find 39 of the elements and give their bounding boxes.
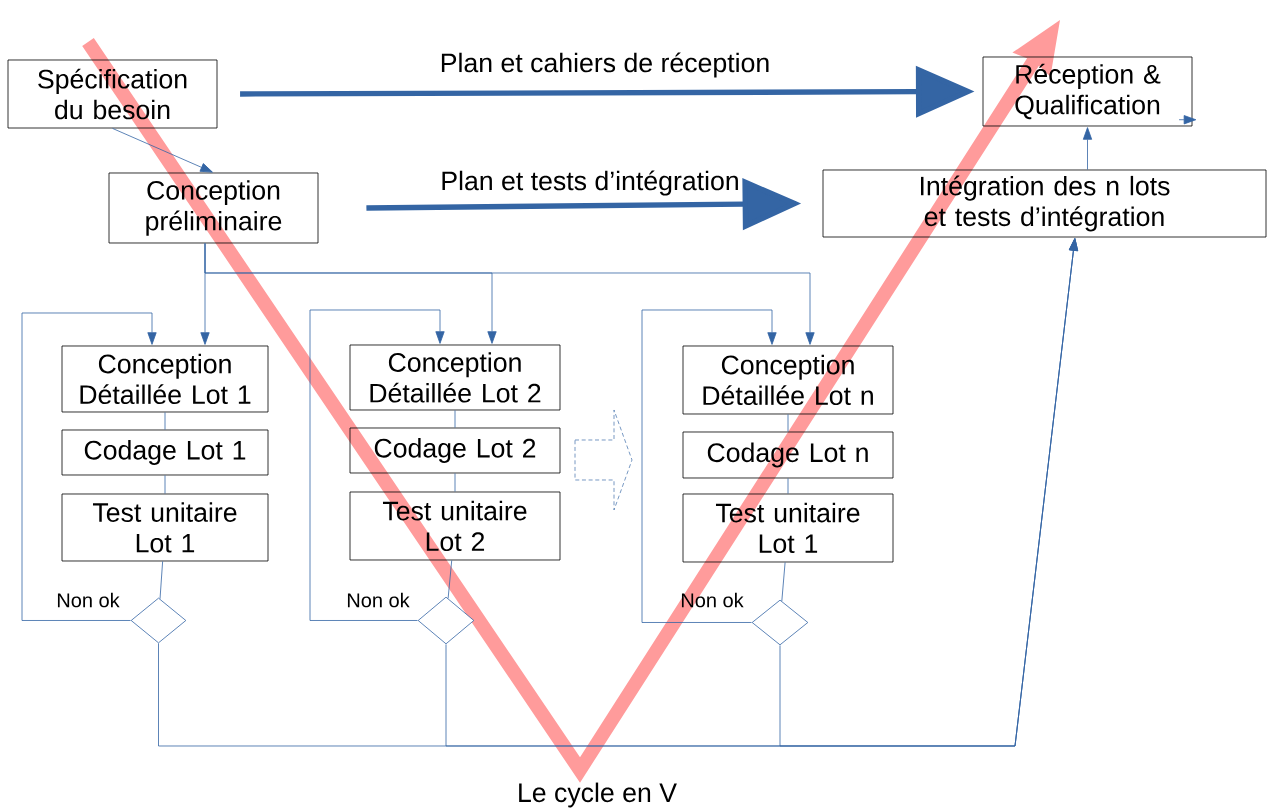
connector-line: [164, 475, 166, 494]
edge-label: Non ok: [681, 592, 744, 608]
process-box: Conception Détaillée Lot 1: [61, 345, 269, 413]
connector-line: [787, 478, 789, 494]
edge-label: Plan et tests d’intégration: [442, 170, 738, 196]
connector-line: [159, 561, 164, 600]
process-box: Réception & Qualification: [982, 56, 1193, 127]
arrow: [641, 309, 777, 623]
decision-diamond: [751, 599, 809, 646]
arrow: [21, 312, 157, 621]
connector-line: [454, 473, 456, 492]
edge-label: Non ok: [347, 592, 410, 608]
connector-line: [454, 410, 456, 428]
edge-label: Plan et cahiers de réception: [441, 52, 769, 78]
process-box: Codage Lot 1: [61, 429, 269, 476]
connector-line: [164, 412, 166, 430]
caption: Le cycle en V: [519, 782, 677, 808]
decision-diamond: [417, 596, 475, 645]
arrow: [112, 128, 213, 173]
decision-diamond: [130, 597, 187, 644]
arrow: [1082, 127, 1093, 170]
connector-line: [447, 560, 453, 599]
process-box: Test unitaire Lot 1: [682, 493, 894, 563]
arrow: [1178, 115, 1197, 125]
process-box: Conception Détaillée Lot 2: [349, 344, 561, 411]
process-box: Test unitaire Lot 1: [61, 493, 269, 562]
process-box: Test unitaire Lot 2: [349, 491, 561, 561]
connector-line: [787, 414, 789, 432]
process-box: Conception préliminaire: [108, 172, 319, 244]
process-box: Conception Détaillée Lot n: [682, 345, 894, 415]
process-box: Codage Lot 2: [349, 427, 561, 474]
arrow: [204, 243, 815, 345]
arrow: [309, 309, 445, 621]
process-box: Spécification du besoin: [7, 59, 218, 129]
process-box: Intégration des n lots et tests d’intégration: [822, 169, 1267, 238]
edge-label: Non ok: [57, 592, 120, 608]
connector-line: [781, 562, 786, 602]
arrow: [779, 238, 1079, 747]
process-box: Codage Lot n: [682, 431, 894, 479]
